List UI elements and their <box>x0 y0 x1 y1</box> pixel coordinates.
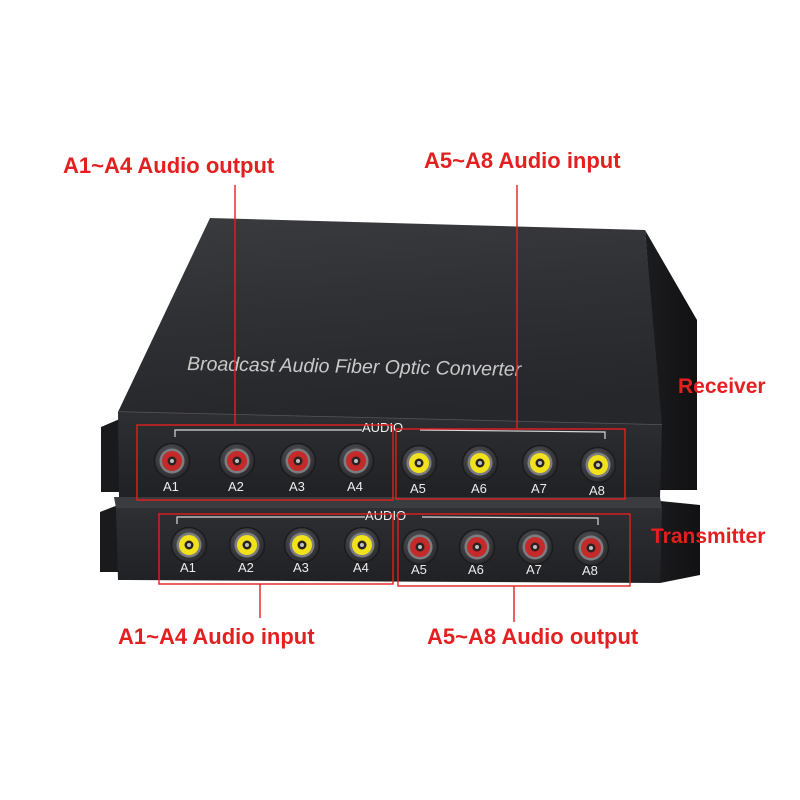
transmitter-jack-a1 <box>170 526 208 564</box>
receiver-jack-a2 <box>218 442 256 480</box>
transmitter-input-box <box>158 513 394 585</box>
transmitter-port-label: A7 <box>526 562 542 577</box>
receiver-jack-a1 <box>153 442 191 480</box>
receiver-port-label: A3 <box>289 479 305 494</box>
transmitter-port-label: A6 <box>468 562 484 577</box>
transmitter-label: Transmitter <box>651 525 766 548</box>
receiver-left-flange <box>101 418 122 492</box>
receiver-port-label: A5 <box>410 481 426 496</box>
receiver-port-row: A1 A2 A3 A4 A5 A6 A7 A8 <box>153 442 617 498</box>
receiver-label: Receiver <box>678 375 766 398</box>
receiver-output-callout: A1~A4 Audio output <box>63 153 275 178</box>
receiver-jack-a3 <box>279 442 317 480</box>
receiver-side-panel <box>645 230 697 490</box>
receiver-top-panel <box>118 218 662 425</box>
receiver-audio-label: AUDIO <box>362 420 403 435</box>
receiver-input-box <box>395 428 626 500</box>
transmitter-port-row: A1 A2 A3 A4 A5 A6 A7 A8 <box>170 526 610 578</box>
transmitter-audio-bracket <box>176 516 599 525</box>
transmitter-port-label: A5 <box>411 562 427 577</box>
transmitter-audio-label: AUDIO <box>365 508 406 523</box>
transmitter-side-panel <box>650 500 700 583</box>
transmitter-jack-a8 <box>572 529 610 567</box>
receiver-audio-bracket <box>174 429 606 439</box>
receiver-port-label: A1 <box>163 479 179 494</box>
transmitter-left-flange <box>100 505 118 572</box>
transmitter-jack-a3 <box>283 526 321 564</box>
receiver-port-label: A6 <box>471 481 487 496</box>
transmitter-port-label: A3 <box>293 560 309 575</box>
transmitter-port-label: A2 <box>238 560 254 575</box>
transmitter-jack-a4 <box>343 526 381 564</box>
receiver-port-label: A7 <box>531 481 547 496</box>
transmitter-jack-a7 <box>516 528 554 566</box>
receiver-jack-a8 <box>579 446 617 484</box>
transmitter-port-label: A4 <box>353 560 369 575</box>
transmitter-input-callout: A1~A4 Audio input <box>118 624 315 649</box>
transmitter-jack-a5 <box>401 528 439 566</box>
receiver-port-label: A4 <box>347 479 363 494</box>
receiver-jack-a6 <box>461 444 499 482</box>
receiver-output-box <box>136 424 394 501</box>
receiver-jack-a5 <box>400 444 438 482</box>
transmitter-jack-a6 <box>458 528 496 566</box>
receiver-input-callout: A5~A8 Audio input <box>424 148 621 173</box>
transmitter-output-callout: A5~A8 Audio output <box>427 624 639 649</box>
receiver-jack-a4 <box>337 442 375 480</box>
transmitter-port-label: A1 <box>180 560 196 575</box>
transmitter-front-panel <box>116 508 662 583</box>
receiver-port-label: A8 <box>589 483 605 498</box>
transmitter-port-label: A8 <box>582 563 598 578</box>
receiver-port-label: A2 <box>228 479 244 494</box>
transmitter-jack-a2 <box>228 526 266 564</box>
transmitter-unit <box>100 497 700 583</box>
receiver-unit <box>101 218 697 497</box>
receiver-front-panel <box>118 412 662 497</box>
receiver-jack-a7 <box>521 444 559 482</box>
